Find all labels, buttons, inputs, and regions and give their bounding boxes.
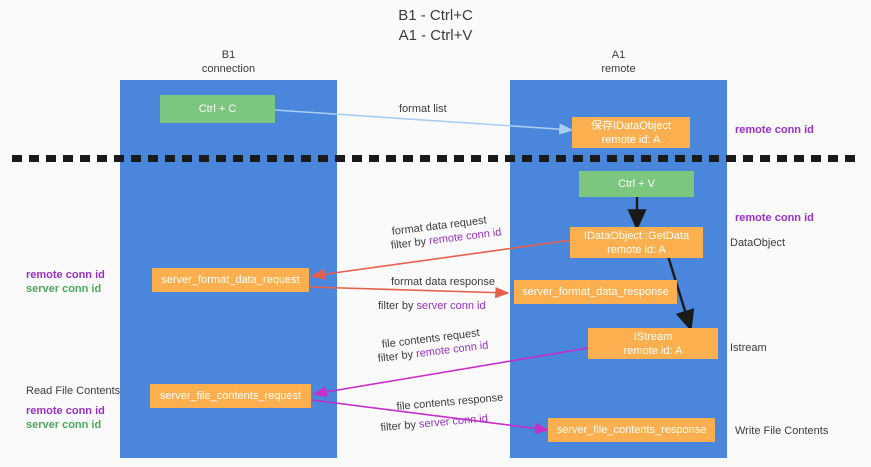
annotation-right-istream: Istream bbox=[730, 341, 767, 356]
node-server-file-contents-response[interactable]: server_file_contents_response bbox=[548, 418, 715, 442]
node-idataobject-getdata-line2: remote id: A bbox=[607, 243, 666, 256]
node-save-idataobject-line1: 保存IDataObject bbox=[590, 119, 672, 132]
column-header-b1: B1 connection bbox=[120, 48, 337, 76]
annotation-right-remote-conn-id-mid: remote conn id bbox=[735, 211, 814, 226]
node-server-file-contents-request-label: server_file_contents_request bbox=[159, 390, 302, 402]
annotation-text: server conn id bbox=[26, 283, 102, 295]
annotation-right-remote-conn-id-top: remote conn id bbox=[735, 123, 814, 138]
node-server-file-contents-response-label: server_file_contents_response bbox=[556, 424, 707, 436]
node-server-format-data-response[interactable]: server_format_data_response bbox=[514, 280, 677, 304]
phase-divider bbox=[12, 155, 859, 162]
edge-label-format-data-response: format data response bbox=[391, 276, 495, 288]
annotation-left-remote-conn-id-mid: remote conn id bbox=[26, 268, 105, 283]
node-save-idataobject[interactable]: 保存IDataObject remote id: A bbox=[572, 117, 690, 148]
node-ctrl-v[interactable]: Ctrl + V bbox=[579, 171, 694, 197]
diagram-title-line2: A1 - Ctrl+V bbox=[398, 27, 473, 44]
node-ctrl-c-label: Ctrl + C bbox=[198, 103, 237, 115]
node-idataobject-getdata-line1: IDataObject::GetData bbox=[583, 229, 690, 242]
annotation-right-dataobject: DataObject bbox=[730, 236, 785, 251]
node-istream-line1: IStream bbox=[633, 330, 673, 343]
filter-prefix: filter by bbox=[377, 348, 417, 365]
column-header-b1-role: connection bbox=[201, 63, 256, 75]
column-header-a1-name: A1 bbox=[611, 49, 626, 61]
annotation-right-write-file-contents: Write File Contents bbox=[735, 424, 828, 439]
annotation-text: remote conn id bbox=[735, 124, 814, 136]
annotation-text: remote conn id bbox=[26, 269, 105, 281]
column-header-a1: A1 remote bbox=[510, 48, 727, 76]
diagram-title: B1 - Ctrl+C A1 - Ctrl+V bbox=[0, 6, 871, 46]
node-server-file-contents-request[interactable]: server_file_contents_request bbox=[150, 384, 311, 408]
annotation-left-read-file-contents: Read File Contents bbox=[26, 384, 120, 399]
node-ctrl-c[interactable]: Ctrl + C bbox=[160, 95, 275, 123]
diagram-title-line1: B1 - Ctrl+C bbox=[398, 7, 473, 24]
edge-label-format-list: format list bbox=[399, 103, 447, 115]
filter-prefix: filter by bbox=[380, 418, 420, 434]
annotation-text: remote conn id bbox=[26, 405, 105, 417]
node-idataobject-getdata[interactable]: IDataObject::GetData remote id: A bbox=[570, 227, 703, 258]
annotation-text: Read File Contents bbox=[26, 385, 121, 397]
annotation-text: Write File Contents bbox=[735, 425, 829, 437]
column-header-b1-name: B1 bbox=[221, 49, 236, 61]
annotation-text: server conn id bbox=[26, 419, 102, 431]
node-server-format-data-request-label: server_format_data_request bbox=[161, 274, 300, 286]
node-ctrl-v-label: Ctrl + V bbox=[618, 178, 655, 190]
node-server-format-data-response-label: server_format_data_response bbox=[522, 286, 669, 298]
edge-label-format-data-response-filter: filter by server conn id bbox=[378, 299, 486, 313]
edge-label-file-contents-response-filter: filter by server conn id bbox=[380, 412, 488, 435]
annotation-left-server-conn-id-bottom: server conn id bbox=[26, 418, 101, 433]
annotation-text: remote conn id bbox=[735, 212, 814, 224]
annotation-text: DataObject bbox=[730, 237, 786, 249]
node-server-format-data-request[interactable]: server_format_data_request bbox=[152, 268, 309, 292]
annotation-text: Istream bbox=[730, 342, 767, 354]
filter-key-server-conn-id: server conn id bbox=[416, 300, 486, 312]
annotation-left-remote-conn-id-bottom: remote conn id bbox=[26, 404, 105, 419]
node-istream[interactable]: IStream remote id: A bbox=[588, 328, 718, 359]
filter-key-server-conn-id: server conn id bbox=[418, 412, 489, 431]
node-istream-line2: remote id: A bbox=[623, 344, 683, 357]
filter-prefix: filter by bbox=[378, 300, 417, 312]
column-header-a1-role: remote bbox=[601, 63, 636, 75]
filter-prefix: filter by bbox=[390, 235, 430, 252]
node-save-idataobject-line2: remote id: A bbox=[601, 133, 661, 146]
annotation-left-server-conn-id-mid: server conn id bbox=[26, 282, 101, 297]
edge-label-file-contents-response: file contents response bbox=[396, 391, 504, 413]
